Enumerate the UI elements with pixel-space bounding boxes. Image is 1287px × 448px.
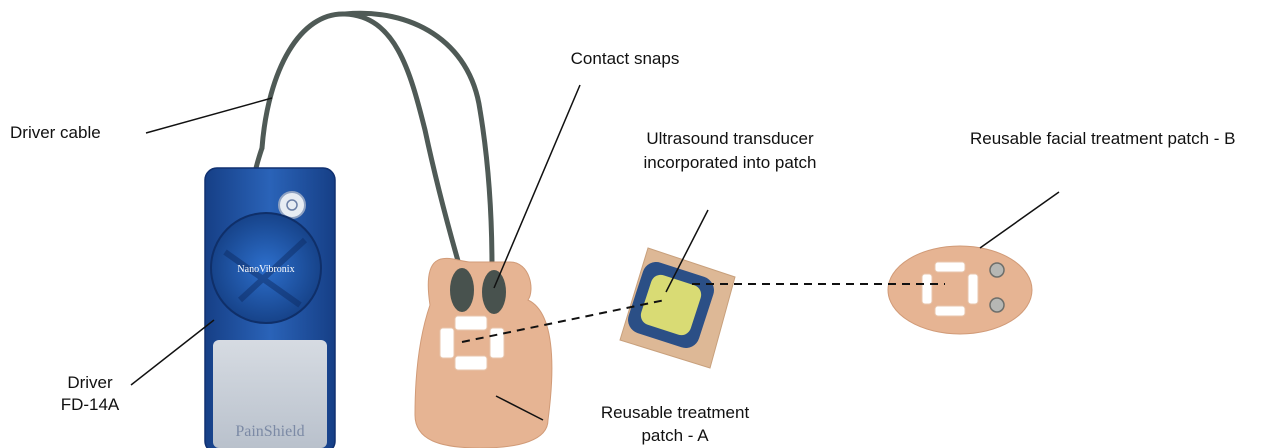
power-button-icon [279,192,305,218]
contact-snap [990,298,1004,312]
driver-brand-logo: NanoVibronix [237,264,294,275]
ultrasound-transducer-patch [620,248,735,368]
driver-cable-label: Driver cable [10,122,101,143]
treatment-patch-label-line2: patch - A [565,425,785,446]
contact-snap [482,270,506,314]
driver-label-line1: Driver [30,372,150,393]
treatment-patch-label-line1: Reusable treatment [565,402,785,423]
ultrasound-transducer-label-line1: Ultrasound transducer [620,128,840,149]
ultrasound-transducer-label-line2: incorporated into patch [620,152,840,173]
contact-snap [450,268,474,312]
treatment-patch-a [415,258,552,448]
driver-device: NanoVibronix PainShield [205,168,335,448]
facial-treatment-patch-b [888,246,1032,334]
contact-snap [990,263,1004,277]
facial-patch-label: Reusable facial treatment patch - B [970,128,1236,149]
painshield-logo: PainShield [235,423,304,440]
contact-snaps-label: Contact snaps [525,48,725,69]
driver-label-line2: FD-14A [30,394,150,415]
